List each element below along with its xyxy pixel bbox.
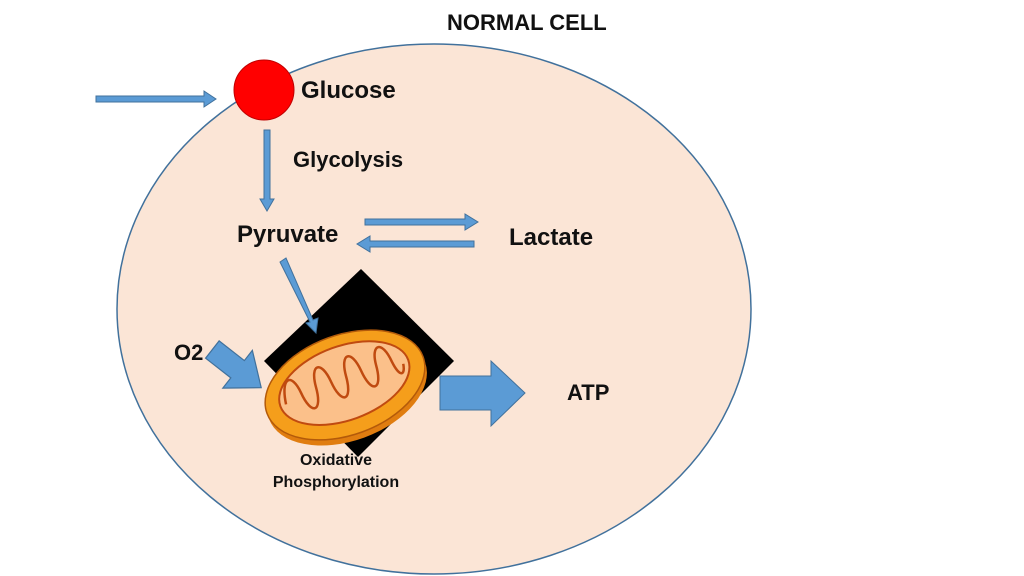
glycolysis-label: Glycolysis [293, 147, 404, 172]
atp-output-arrow [439, 359, 526, 428]
pyruvate-label: Pyruvate [237, 221, 339, 248]
glucose-influx-arrow [95, 90, 217, 108]
atp-label: ATP [567, 380, 610, 405]
glycolysis-arrow [259, 129, 275, 212]
pyruvate-to-lactate-arrow [364, 213, 479, 231]
diagram-title: NORMAL CELL [447, 10, 607, 35]
lactate-to-pyruvate-arrow [356, 235, 475, 253]
o2-label: O2 [174, 340, 204, 365]
glucose-molecule [233, 59, 295, 121]
o2-input-arrow [204, 340, 262, 389]
lactate-label: Lactate [509, 224, 594, 251]
oxphos-line2: Phosphorylation [272, 473, 400, 491]
pyruvate-to-mitochondrion-arrow [279, 257, 319, 335]
cell-membrane [116, 43, 752, 575]
mitochondrion-icon [264, 329, 427, 446]
oxphos-line1: Oxidative [299, 452, 373, 469]
oxidative-phosphorylation-label: Oxidative Phosphorylation [258, 450, 414, 493]
glucose-label: Glucose [301, 77, 396, 104]
